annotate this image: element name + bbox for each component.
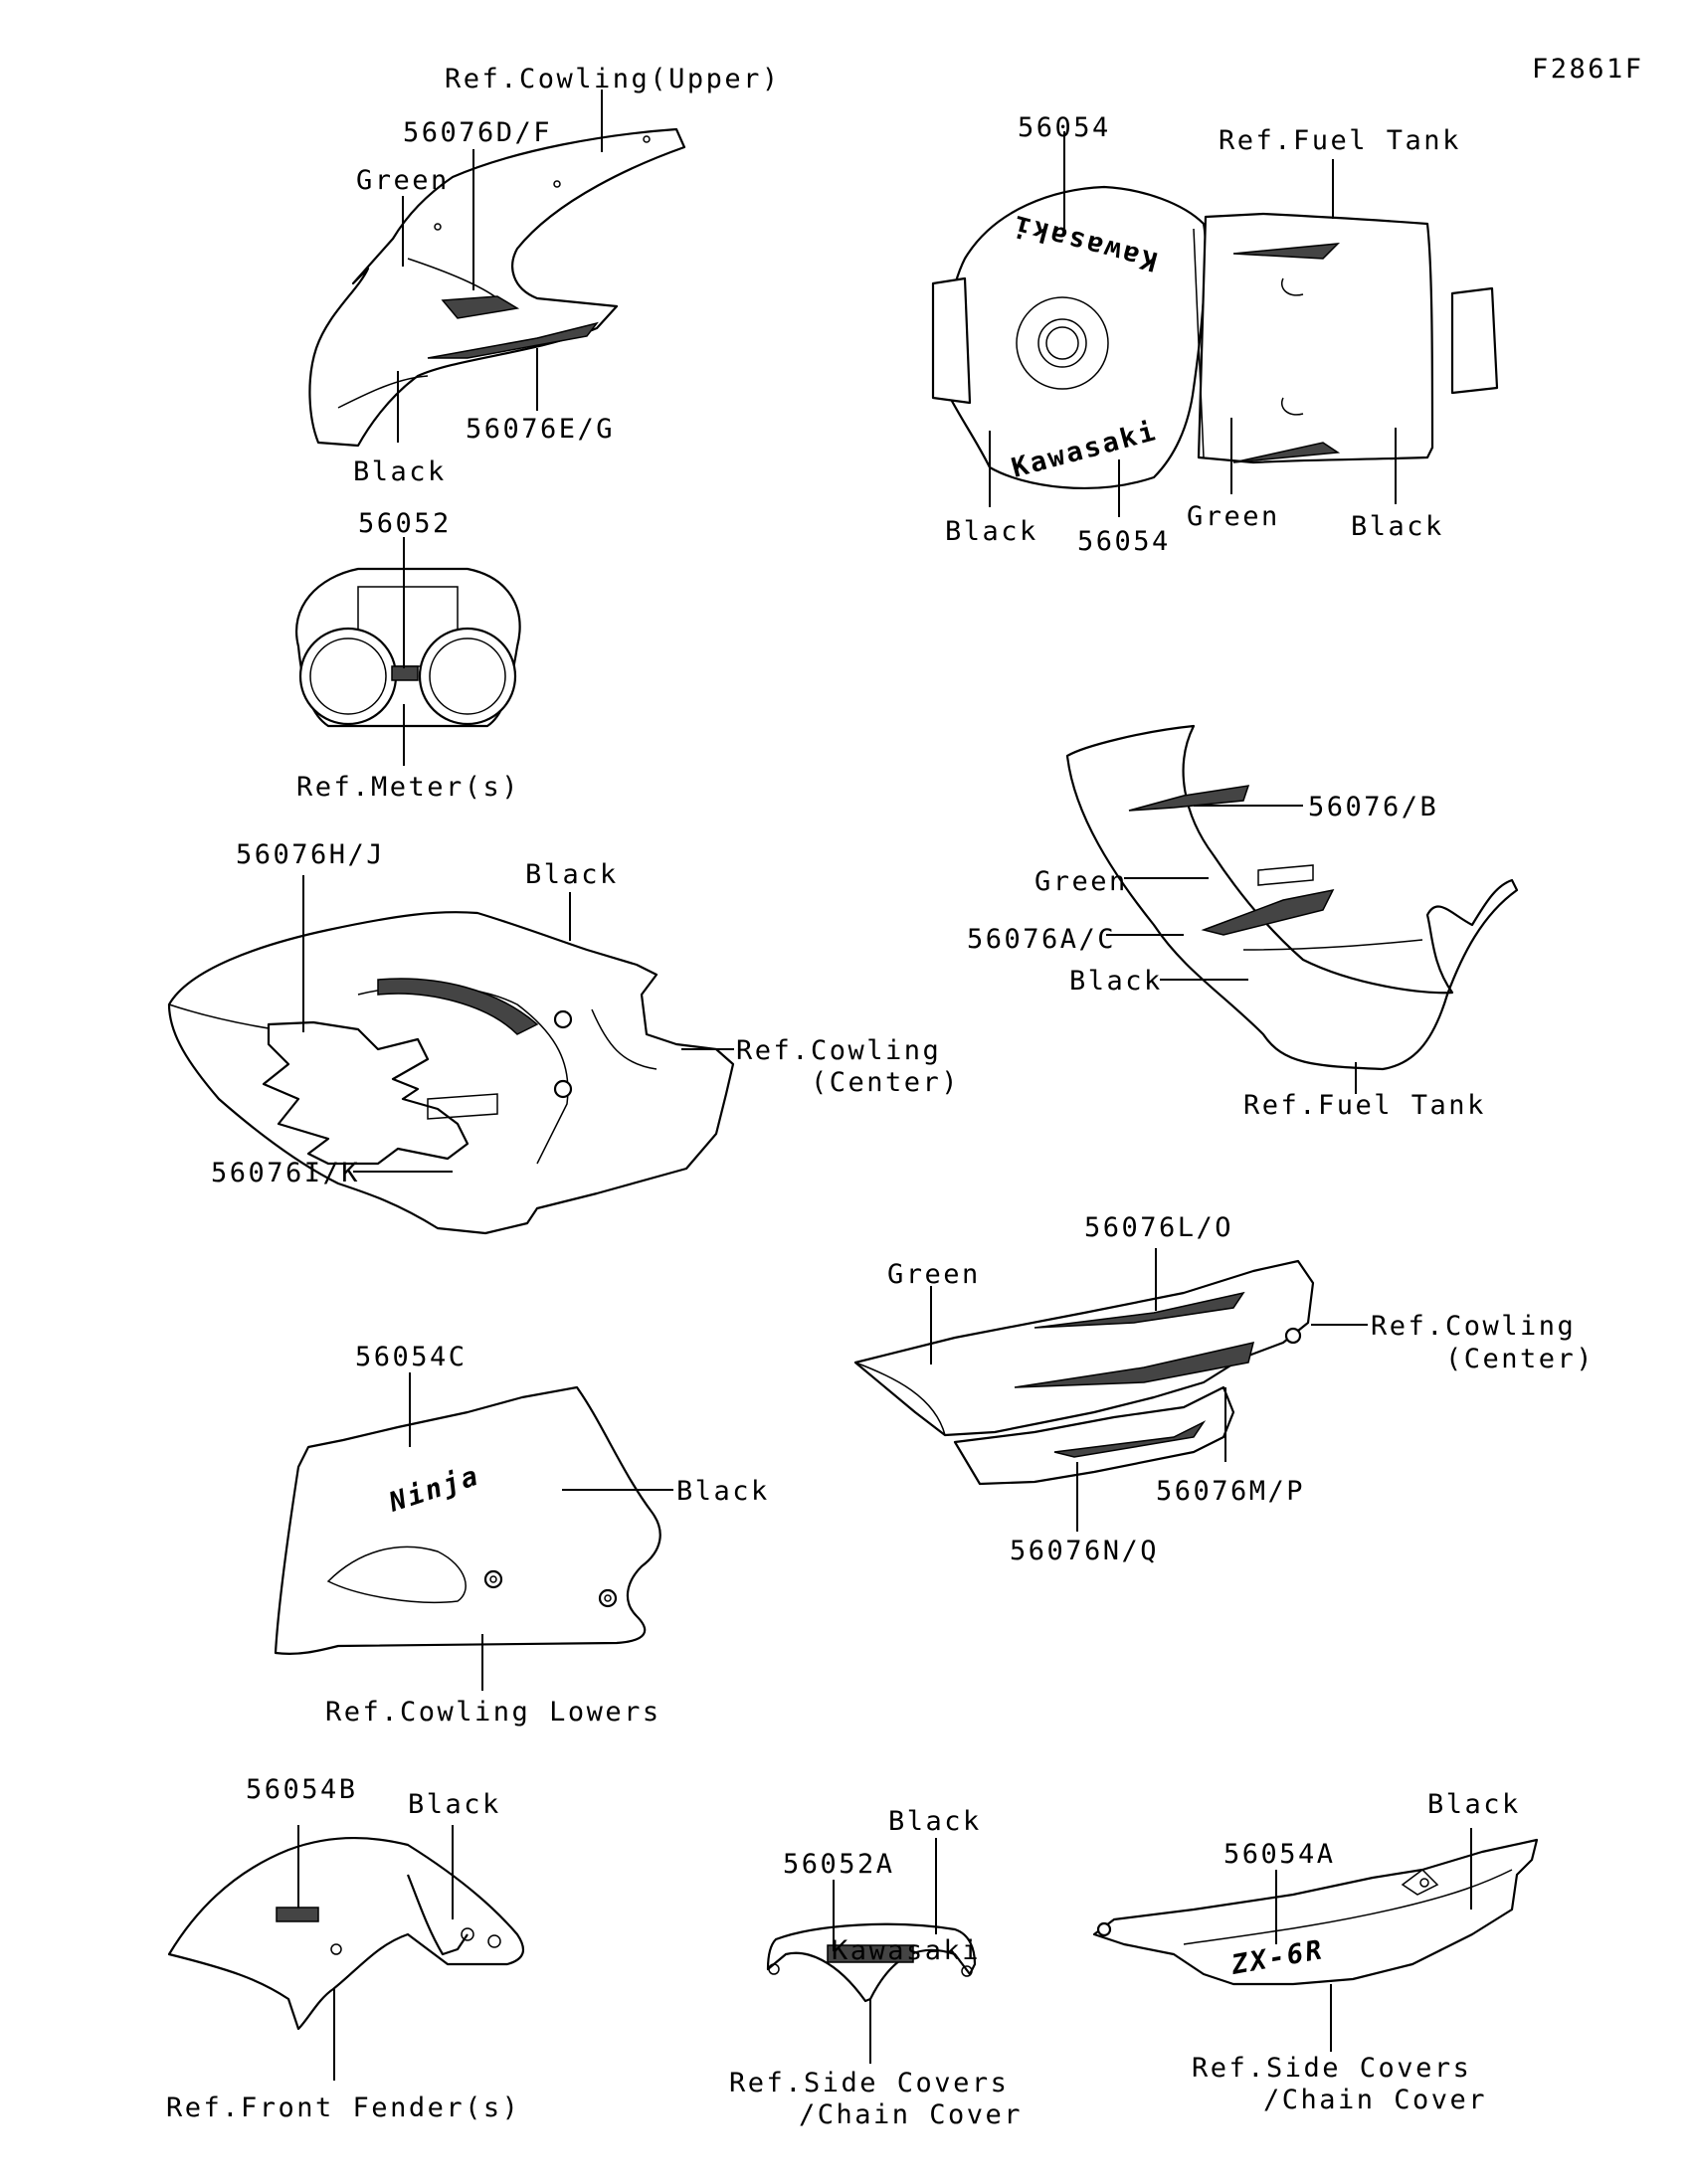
label-chain-cover-ref-2: /Chain Cover [1263, 2085, 1487, 2115]
label-cowl-upper-part-d: 56076D/F [403, 117, 552, 148]
label-cowl-lower-part: 56054C [355, 1342, 468, 1372]
side-cover-logo-mark: Kawasaki [832, 1935, 981, 1966]
fuel-tank-side-group [1065, 724, 1519, 1071]
lower-cowling-shape [274, 1385, 661, 1656]
label-tank-top-black-2: Black [1351, 511, 1444, 542]
label-tank-side-ref: Ref.Fuel Tank [1243, 1090, 1486, 1121]
front-fender-shape [167, 1836, 525, 2031]
center-cowling-group [167, 911, 735, 1235]
upper-cowling-shape [308, 127, 686, 448]
label-side-cover-ref-1: Ref.Side Covers [729, 2068, 1009, 2098]
label-tank-top-black-1: Black [945, 516, 1038, 547]
center-cowling-right-group [853, 1259, 1315, 1486]
label-cowl-center2-ref-1: Ref.Cowling [1371, 1311, 1576, 1342]
label-side-cover-part: 56052A [783, 1849, 895, 1880]
label-meter-part: 56052 [358, 508, 452, 539]
label-cowl-center-ref-2: (Center) [811, 1067, 960, 1098]
lower-cowling-group: Ninja [274, 1385, 661, 1656]
label-tank-side-part-2: 56076A/C [967, 924, 1116, 955]
side-cover-group: Kawasaki [766, 1922, 981, 2003]
label-cowl-center-ref-1: Ref.Cowling [736, 1035, 941, 1066]
label-tank-top-green: Green [1187, 501, 1280, 532]
label-cowl-center-black: Black [525, 859, 619, 890]
label-cowl-lower-black: Black [676, 1476, 770, 1507]
label-tank-side-black: Black [1069, 966, 1163, 997]
label-tank-top-ref: Ref.Fuel Tank [1219, 125, 1461, 156]
chain-cover-shape [1092, 1838, 1539, 1986]
label-chain-cover-black: Black [1427, 1789, 1521, 1820]
label-side-cover-ref-2: /Chain Cover [799, 2099, 1023, 2130]
label-cowl-lower-ref: Ref.Cowling Lowers [325, 1697, 661, 1728]
chain-cover-group: ZX-6R [1092, 1838, 1539, 1986]
label-cowl-upper-black: Black [353, 456, 447, 487]
label-tank-top-part-1: 56054 [1018, 112, 1111, 143]
label-cowl-center-part-1: 56076H/J [236, 839, 385, 870]
label-meter-ref: Ref.Meter(s) [296, 772, 520, 803]
upper-cowling-group [308, 127, 686, 448]
figure-code: F2861F [1532, 54, 1644, 85]
label-side-cover-black: Black [888, 1806, 982, 1837]
label-cowl-center-part-2: 56076I/K [211, 1158, 360, 1188]
label-cowl-center2-part-3: 56076N/Q [1010, 1536, 1159, 1566]
label-cowl-center2-part-1: 56076L/O [1084, 1212, 1233, 1243]
label-chain-cover-part: 56054A [1223, 1839, 1336, 1870]
fuel-tank-top-group: Kawasaki Kawasaki [931, 185, 1499, 489]
label-fender-part: 56054B [246, 1774, 358, 1805]
label-cowl-center2-part-2: 56076M/P [1156, 1476, 1305, 1507]
label-chain-cover-ref-1: Ref.Side Covers [1192, 2053, 1471, 2084]
label-tank-side-part-1: 56076/B [1308, 792, 1438, 822]
meter-group [295, 567, 521, 728]
label-cowl-center2-green: Green [887, 1259, 981, 1290]
label-cowl-center2-ref-2: (Center) [1445, 1344, 1595, 1374]
label-cowl-upper-ref: Ref.Cowling(Upper) [445, 64, 781, 94]
label-fender-black: Black [408, 1789, 501, 1820]
label-tank-top-part-2: 56054 [1077, 526, 1171, 557]
front-fender-group [167, 1836, 525, 2031]
label-tank-side-green: Green [1034, 866, 1128, 897]
label-cowl-upper-green: Green [356, 165, 450, 196]
label-fender-ref: Ref.Front Fender(s) [166, 2093, 520, 2123]
fuel-tank-side-shape [1065, 724, 1519, 1071]
label-cowl-upper-part-e: 56076E/G [466, 414, 615, 445]
